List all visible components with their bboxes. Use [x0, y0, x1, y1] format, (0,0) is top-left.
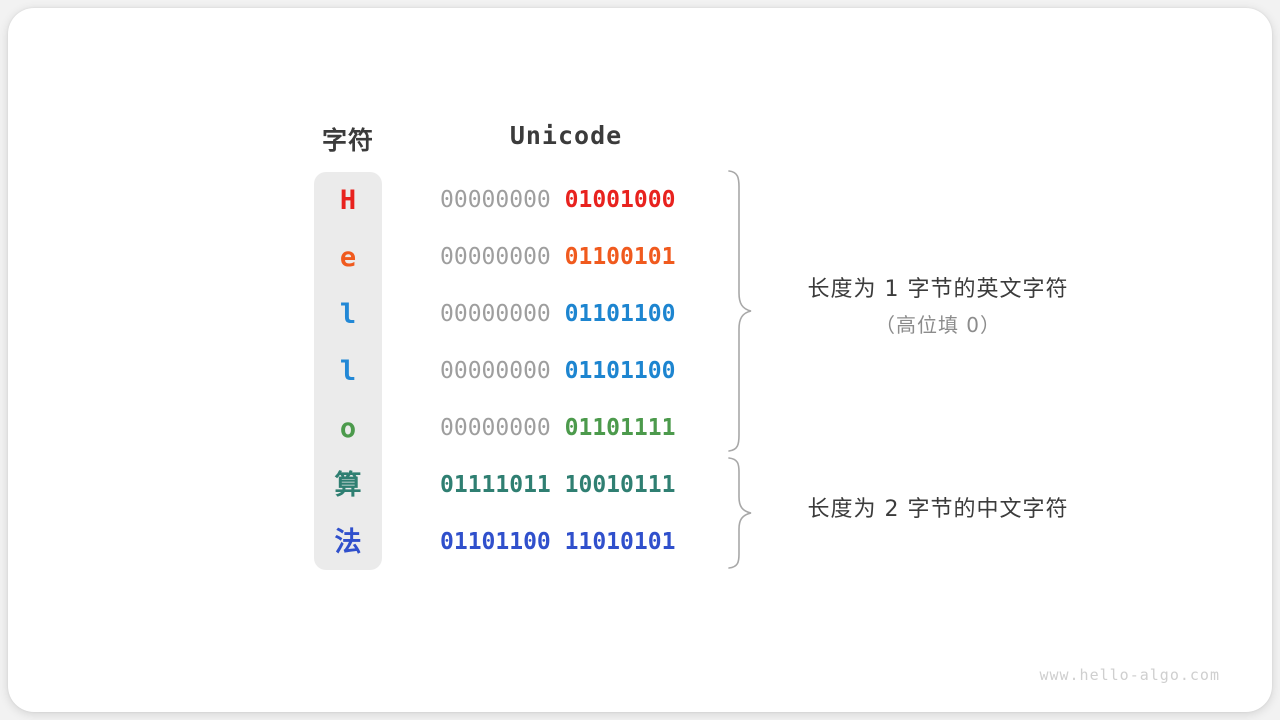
binary-low-byte: 01101100 — [564, 358, 676, 384]
character-cell: 算 — [334, 470, 362, 501]
binary-high-byte: 00000000 — [440, 187, 551, 213]
binary-row: 00000000 01100101 — [440, 229, 692, 286]
binary-row: 00000000 01101100 — [440, 343, 692, 400]
binary-low-byte: 10010111 — [564, 472, 676, 498]
brace-chinese-group — [726, 456, 756, 570]
annotation-english: 长度为 1 字节的英文字符 （高位填 0） — [778, 272, 1098, 342]
binary-row: 00000000 01001000 — [440, 172, 692, 229]
character-cell: o — [339, 413, 357, 444]
binary-row: 01111011 10010111 — [440, 457, 692, 514]
binary-high-byte: 00000000 — [440, 415, 551, 441]
brace-english-group — [726, 169, 756, 453]
character-cell: l — [339, 356, 357, 387]
annotation-chinese-line1: 长度为 2 字节的中文字符 — [807, 497, 1069, 522]
binary-high-byte: 00000000 — [440, 301, 551, 327]
binary-low-byte: 01101100 — [564, 301, 676, 327]
binary-row: 00000000 01101100 — [440, 286, 692, 343]
binary-row: 01101100 11010101 — [440, 514, 692, 571]
binary-high-byte: 01111011 — [440, 472, 551, 498]
column-header-character: 字符 — [321, 126, 374, 155]
binary-low-byte: 01001000 — [564, 187, 676, 213]
column-header-unicode: Unicode — [509, 121, 623, 150]
binary-high-byte: 00000000 — [440, 244, 551, 270]
character-cell: l — [339, 299, 357, 330]
character-cell: H — [339, 185, 357, 216]
annotation-english-line2: （高位填 0） — [874, 313, 1002, 337]
binary-high-byte: 01101100 — [440, 529, 551, 555]
annotation-english-line1: 长度为 1 字节的英文字符 — [807, 277, 1069, 302]
binary-low-byte: 11010101 — [564, 529, 676, 555]
character-cell: 法 — [334, 527, 362, 558]
watermark: www.hello-algo.com — [1039, 666, 1220, 684]
annotation-chinese: 长度为 2 字节的中文字符 — [778, 492, 1098, 528]
binary-low-byte: 01100101 — [564, 244, 676, 270]
binary-low-byte: 01101111 — [564, 415, 676, 441]
binary-row: 00000000 01101111 — [440, 400, 692, 457]
character-cell: e — [339, 242, 357, 273]
binary-high-byte: 00000000 — [440, 358, 551, 384]
